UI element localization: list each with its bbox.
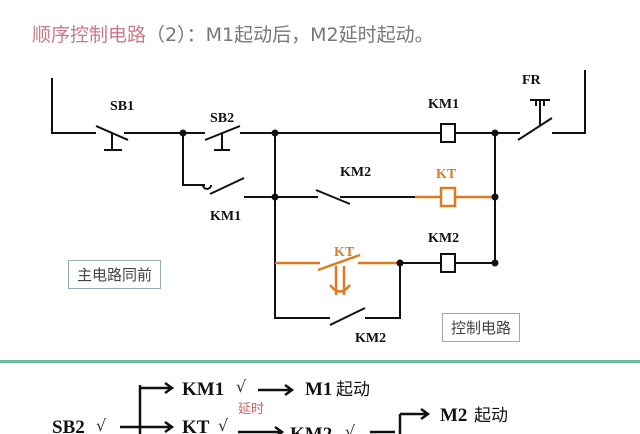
km1-aux-label: KM1 [210, 209, 241, 224]
flow-check: √ [236, 377, 247, 396]
flow-km1: KM1 [182, 379, 224, 400]
flow-sb2: SB2 [52, 417, 85, 434]
flow-m2: M2 [440, 405, 467, 426]
km2-aux-label: KM2 [355, 331, 386, 346]
flow-check: √ [96, 416, 107, 434]
fr-label: FR [522, 73, 542, 88]
kt-contact-label: KT [334, 245, 355, 260]
km1-aux-contact [209, 177, 245, 195]
km1-coil-label: KM1 [428, 97, 459, 112]
flow-km2: KM2 [290, 424, 332, 434]
flow-m2-start: 起动 [474, 406, 508, 426]
flow-check: √ [218, 416, 229, 434]
km2-nc-label: KM2 [340, 165, 371, 180]
sb2-label: SB2 [210, 111, 234, 126]
sb1-label: SB1 [110, 99, 134, 114]
control-circuit-box: 控制电路 [442, 313, 521, 342]
fr-contact [517, 117, 553, 141]
main-circuit-box: 主电路同前 [68, 260, 162, 289]
km2-nc-contact [315, 189, 351, 205]
separator [0, 360, 640, 363]
kt-coil [439, 186, 457, 208]
left-rail [51, 78, 96, 134]
flow-m1-start: 起动 [336, 380, 370, 400]
flow-delay: 延时 [238, 402, 264, 417]
page-title: 顺序控制电路（2）：M1起动后，M2延时起动。 [32, 24, 434, 46]
kt-delay-contact [317, 253, 361, 272]
km1-coil [440, 123, 456, 143]
flow-check: √ [345, 422, 356, 434]
flow-kt: KT [182, 417, 210, 434]
km2-coil [440, 253, 456, 273]
km2-coil-label: KM2 [428, 231, 459, 246]
km2-aux-contact [329, 307, 366, 326]
flow-m1: M1 [305, 379, 332, 400]
kt-coil-label: KT [436, 167, 457, 182]
